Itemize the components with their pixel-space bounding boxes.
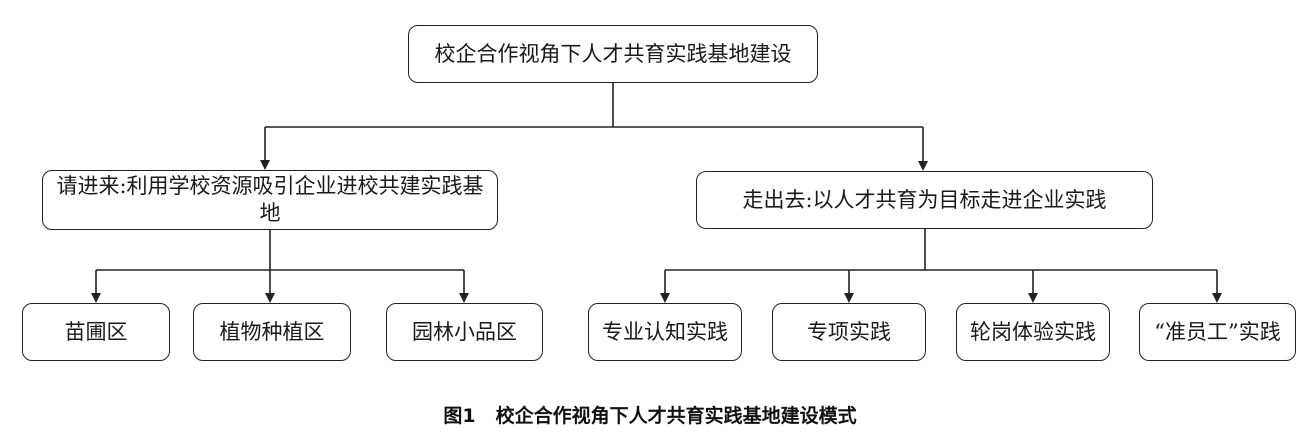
leaf-node-cognition-practice: 专业认知实践 <box>588 303 742 361</box>
leaf-node-rotation-practice: 轮岗体验实践 <box>956 303 1110 361</box>
leaf-node-label: 园林小品区 <box>412 319 517 344</box>
leaf-node-label: 苗圃区 <box>64 319 128 344</box>
branch-node-invite-in: 请进来:利用学校资源吸引企业进校共建实践基地 <box>42 170 498 230</box>
leaf-node-specialized-practice: 专项实践 <box>772 303 926 361</box>
leaf-node-label: 植物种植区 <box>219 319 325 344</box>
figure-caption: 图1 校企合作视角下人才共育实践基地建设模式 <box>0 404 1300 428</box>
leaf-node-planting-area: 植物种植区 <box>193 303 351 361</box>
leaf-node-nursery: 苗圃区 <box>22 303 170 361</box>
leaf-node-label: 专业认知实践 <box>602 319 728 344</box>
leaf-node-label: “准员工”实践 <box>1154 319 1281 344</box>
leaf-node-quasi-employee-practice: “准员工”实践 <box>1139 303 1296 361</box>
branch-node-go-out-label: 走出去:以人才共育为目标走进企业实践 <box>742 187 1107 212</box>
leaf-node-label: 专项实践 <box>807 319 891 344</box>
leaf-node-garden-features: 园林小品区 <box>386 303 543 361</box>
leaf-node-label: 轮岗体验实践 <box>970 319 1096 344</box>
figure-title: 校企合作视角下人才共育实践基地建设模式 <box>495 405 857 427</box>
root-node-label: 校企合作视角下人才共育实践基地建设 <box>434 41 792 66</box>
branch-node-invite-in-label: 请进来:利用学校资源吸引企业进校共建实践基地 <box>56 174 484 225</box>
branch-node-go-out: 走出去:以人才共育为目标走进企业实践 <box>696 171 1153 229</box>
root-node: 校企合作视角下人才共育实践基地建设 <box>408 25 818 83</box>
figure-number: 图1 <box>443 405 476 427</box>
